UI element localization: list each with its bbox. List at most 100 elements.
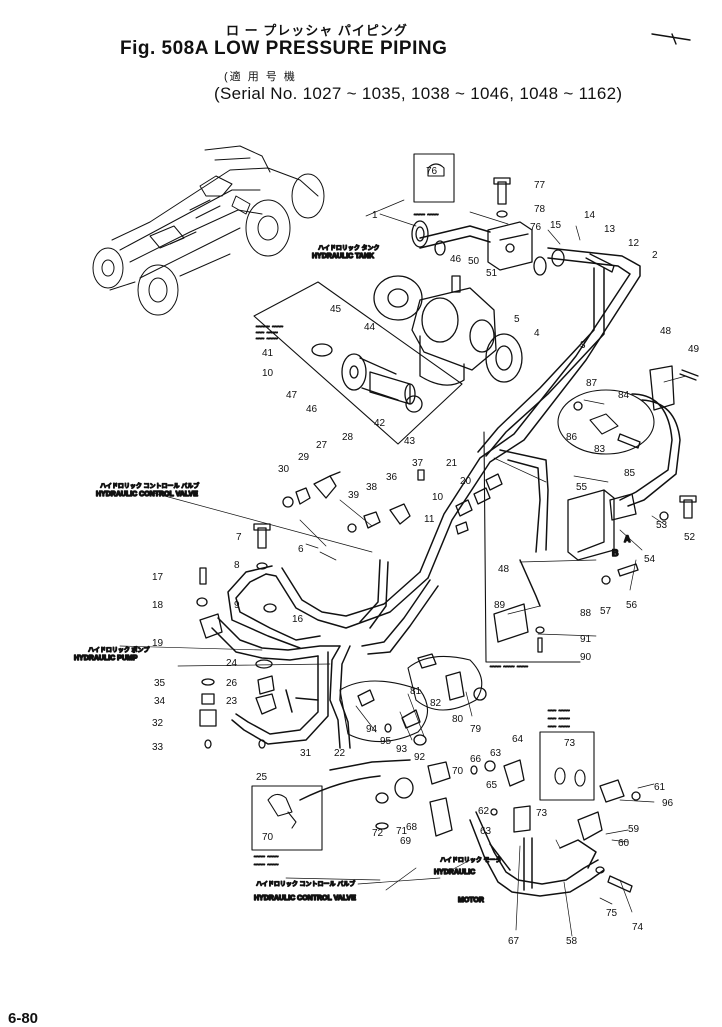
part-60: 60 xyxy=(618,838,630,849)
hydraulic-control-valve-jp-label: ハイドロリック コントロール バルブ xyxy=(100,482,199,490)
part-30: 30 xyxy=(278,464,290,475)
part-numbers: 1 2 3 4 5 6 7 8 9 10 10 11 12 13 14 15 1… xyxy=(152,166,700,947)
part-96: 96 xyxy=(662,798,674,809)
part-12: 12 xyxy=(628,238,640,249)
part-70: 70 xyxy=(452,766,464,777)
part-93: 93 xyxy=(396,744,408,755)
hydraulic-control-valve-2-jp-label: ハイドロリック コントロール バルブ xyxy=(256,880,355,888)
part-47: 47 xyxy=(286,390,298,401)
svg-text:~~~~ ~~~~: ~~~~ ~~~~ xyxy=(254,855,279,860)
components xyxy=(196,177,699,893)
part-11: 11 xyxy=(424,514,435,525)
part-71: 71 xyxy=(396,826,408,837)
part-35: 35 xyxy=(154,678,166,689)
part-84: 84 xyxy=(618,390,630,401)
part-78: 78 xyxy=(534,204,546,215)
page-number: 6-80 xyxy=(8,1010,39,1027)
part-83: 83 xyxy=(594,444,606,455)
part-15: 15 xyxy=(550,220,562,231)
port-b-label: B xyxy=(612,548,619,558)
japanese-title: ロ ー プレッシャ パイピング xyxy=(226,23,408,38)
part-28: 28 xyxy=(342,432,354,443)
part-44: 44 xyxy=(364,322,376,333)
part-72: 72 xyxy=(372,828,384,839)
serial-notes: ~~~~ ~~~~ ~~~~~ ~~~~ ~~~ ~~~~ ~~~ ~~~~ ~… xyxy=(253,212,570,868)
part-95: 95 xyxy=(380,736,392,747)
part-32: 32 xyxy=(152,718,164,729)
part-38: 38 xyxy=(366,482,378,493)
part-27: 27 xyxy=(316,440,328,451)
part-5: 5 xyxy=(514,314,520,325)
part-33: 33 xyxy=(152,742,164,753)
part-48: 48 xyxy=(660,326,672,337)
part-79: 79 xyxy=(470,724,482,735)
part-45: 45 xyxy=(330,304,342,315)
part-66: 66 xyxy=(470,754,482,765)
hydraulic-motor-label-a: HYDRAULIC xyxy=(434,869,475,876)
part-20: 20 xyxy=(460,476,472,487)
part-76-inset: 76 xyxy=(426,166,438,177)
part-1: 1 xyxy=(372,210,378,221)
part-56: 56 xyxy=(626,600,638,611)
part-25: 25 xyxy=(256,772,268,783)
part-51: 51 xyxy=(486,268,498,279)
part-23: 23 xyxy=(226,696,238,707)
svg-text:~~~ ~~~~: ~~~ ~~~~ xyxy=(548,725,570,730)
part-17: 17 xyxy=(152,572,164,583)
part-77: 77 xyxy=(534,180,546,191)
part-81: 81 xyxy=(410,686,422,697)
port-a-label: A xyxy=(624,534,631,544)
inset-box-motor-pipes xyxy=(483,431,581,663)
part-36: 36 xyxy=(386,472,398,483)
part-90: 90 xyxy=(580,652,592,663)
inset-box-81-82 xyxy=(407,655,483,711)
part-13: 13 xyxy=(604,224,616,235)
part-18: 18 xyxy=(152,600,164,611)
part-10: 10 xyxy=(432,492,444,503)
part-70-inset: 70 xyxy=(262,832,274,843)
svg-text:~~~~~ ~~~~: ~~~~~ ~~~~ xyxy=(256,325,283,330)
hydraulic-motor-label-b: MOTOR xyxy=(458,897,484,904)
svg-text:~~~ ~~~~: ~~~ ~~~~ xyxy=(256,331,278,336)
part-39: 39 xyxy=(348,490,360,501)
hydraulic-pump-label: HYDRAULIC PUMP xyxy=(74,655,138,662)
part-3: 3 xyxy=(580,340,586,351)
hydraulic-tank-jp-label: ハイドロリック タンク xyxy=(318,244,380,252)
part-73: 73 xyxy=(536,808,548,819)
part-55: 55 xyxy=(576,482,588,493)
svg-text:~~~~ ~~~~: ~~~~ ~~~~ xyxy=(414,213,439,218)
part-29: 29 xyxy=(298,452,310,463)
inset-box-83-87 xyxy=(557,389,655,455)
part-48-lower: 48 xyxy=(498,564,510,575)
part-68: 68 xyxy=(406,822,418,833)
part-88: 88 xyxy=(580,608,592,619)
part-64: 64 xyxy=(512,734,524,745)
hydraulic-control-valve-label: HYDRAULIC CONTROL VALVE xyxy=(96,491,198,498)
japanese-serial-label: (適 用 号 機 xyxy=(224,71,297,83)
svg-text:~~~~ ~~~~: ~~~~ ~~~~ xyxy=(254,863,279,868)
part-63-upper: 63 xyxy=(490,748,502,759)
part-31: 31 xyxy=(300,748,312,759)
inset-box-76 xyxy=(413,153,455,203)
part-10-inset: 10 xyxy=(262,368,274,379)
hydraulic-motor-jp-label: ハイドロリック モータ xyxy=(440,856,502,864)
hydraulic-tank-label: HYDRAULIC TANK xyxy=(312,253,374,260)
part-6: 6 xyxy=(298,544,304,555)
part-8: 8 xyxy=(234,560,240,571)
leader-lines xyxy=(119,199,687,937)
part-16: 16 xyxy=(292,614,304,625)
tractor-sketch xyxy=(92,145,325,316)
part-57: 57 xyxy=(600,606,612,617)
part-52: 52 xyxy=(684,532,696,543)
part-26: 26 xyxy=(226,678,238,689)
part-59: 59 xyxy=(628,824,640,835)
svg-text:~~~ ~~~~: ~~~ ~~~~ xyxy=(548,709,570,714)
part-37: 37 xyxy=(412,458,424,469)
part-87: 87 xyxy=(586,378,598,389)
part-4: 4 xyxy=(534,328,540,339)
svg-text:~~~ ~~~~: ~~~ ~~~~ xyxy=(548,717,570,722)
part-74: 74 xyxy=(632,922,644,933)
part-62: 62 xyxy=(478,806,490,817)
part-86: 86 xyxy=(566,432,578,443)
main-piping xyxy=(211,225,681,897)
